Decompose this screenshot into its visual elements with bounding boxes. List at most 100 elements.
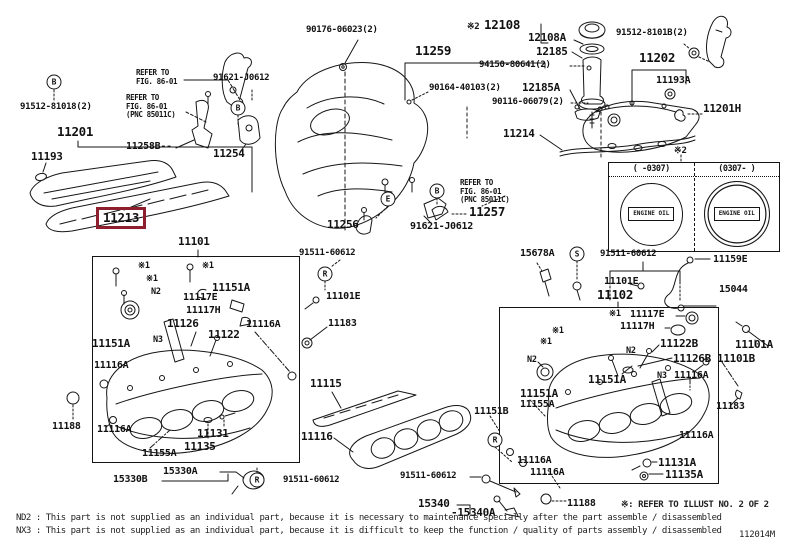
part-label-11115[interactable]: 11115 xyxy=(310,377,342,390)
part-label-11259[interactable]: 11259 xyxy=(415,43,452,58)
part-label-15678a[interactable]: 15678A xyxy=(520,248,555,259)
part-label-15044[interactable]: 15044 xyxy=(719,284,748,295)
part-label-11193a[interactable]: 11193A xyxy=(656,75,691,86)
marker-note1-4: ※1 xyxy=(609,309,621,319)
part-label-11201[interactable]: 11201 xyxy=(57,124,94,139)
part-label-11254[interactable]: 11254 xyxy=(213,147,245,160)
oil-cap-variant-table: ( -0307) ENGINE OIL (0307- ) ENGINE OIL xyxy=(608,162,780,252)
part-label-11101b[interactable]: 11101B xyxy=(717,352,755,365)
part-label-11117e[interactable]: 11117E xyxy=(183,292,218,303)
part-label-11126[interactable]: 11126 xyxy=(167,317,199,330)
part-label-11101[interactable]: 11101 xyxy=(178,235,210,248)
marker-n2-2: N2 xyxy=(626,346,636,356)
part-label-94150806412[interactable]: 94150-80641(2) xyxy=(479,60,551,70)
part-label-11116a-4[interactable]: 11116A xyxy=(674,370,709,381)
part-label-11116a-2[interactable]: 11116A xyxy=(94,360,129,371)
part-label-11202[interactable]: 11202 xyxy=(639,50,676,65)
refer-to-fig-note-3: REFER TO FIG. 86-01 (PNC 85011C) xyxy=(460,178,510,205)
circle-letter-r-7: R xyxy=(249,472,265,488)
oil-filler-cap-late: ENGINE OIL xyxy=(703,181,770,247)
part-label-11135a[interactable]: 11135A xyxy=(665,468,703,481)
circle-letter-r-5: R xyxy=(317,266,333,282)
part-label-11188[interactable]: 11188 xyxy=(52,421,81,432)
part-label-11257[interactable]: 11257 xyxy=(469,204,506,219)
part-label-90116060792[interactable]: 90116-06079(2) xyxy=(492,97,564,107)
part-label-11151a-4[interactable]: 11151A xyxy=(520,387,558,400)
part-label-11116a-5[interactable]: 11116A xyxy=(679,430,714,441)
part-label-11193[interactable]: 11193 xyxy=(31,150,63,163)
part-label-11116a[interactable]: 11116A xyxy=(246,319,281,330)
part-label-11117h[interactable]: 11117H xyxy=(186,305,221,316)
part-label-91512810182[interactable]: 91512-81018(2) xyxy=(20,102,92,112)
part-label-90164401032[interactable]: 90164-40103(2) xyxy=(429,83,501,93)
part-label-15330b[interactable]: 15330B xyxy=(113,474,148,485)
part-label-11151a-2[interactable]: 11151A xyxy=(92,337,130,350)
part-label-11213[interactable]: 11213 xyxy=(96,207,147,229)
part-label-11151a-3[interactable]: 11151A xyxy=(588,373,626,386)
part-label-11131[interactable]: 11131 xyxy=(197,427,229,440)
document-code: 112014M xyxy=(739,530,775,540)
date-range-early: ( -0307) xyxy=(609,163,694,177)
part-label-9151160612-2[interactable]: 91511-60612 xyxy=(283,475,340,485)
circle-letter-b-2: B xyxy=(230,100,246,116)
part-label-11151b[interactable]: 11151B xyxy=(474,406,509,417)
part-label-12108[interactable]: 12108 xyxy=(484,17,521,32)
oil-filler-cap-early: ENGINE OIL xyxy=(619,182,683,246)
marker-note1: ※1 xyxy=(138,261,150,271)
marker-n2-3: N2 xyxy=(527,355,537,365)
part-label-9151160612[interactable]: 91511-60612 xyxy=(299,248,356,258)
part-label-11116[interactable]: 11116 xyxy=(301,430,333,443)
part-label-90176060232[interactable]: 90176-06023(2) xyxy=(306,25,378,35)
part-label-11135[interactable]: 11135 xyxy=(184,440,216,453)
part-label-915128101b2[interactable]: 91512-8101B(2) xyxy=(616,28,688,38)
part-label-11131a[interactable]: 11131A xyxy=(658,456,696,469)
part-label-12185[interactable]: 12185 xyxy=(536,45,568,58)
illust-ref-note: ※: REFER TO ILLUST NO. 2 OF 2 xyxy=(621,500,769,510)
part-label-11159e[interactable]: 11159E xyxy=(713,254,748,265)
part-label-91621j0612-2[interactable]: 91621-J0612 xyxy=(410,221,473,232)
part-label-11102[interactable]: 11102 xyxy=(597,287,634,302)
part-label-11116a-7[interactable]: 11116A xyxy=(530,467,565,478)
footnote-nd2: ND2 : This part is not supplied as an in… xyxy=(16,513,722,523)
part-label-9151160612-4[interactable]: 91511-60612 xyxy=(600,249,657,259)
part-label-11183-2[interactable]: 11183 xyxy=(716,401,745,412)
part-label-91621j0612[interactable]: 91621-J0612 xyxy=(213,73,270,83)
marker-n3: N3 xyxy=(153,335,163,345)
part-label-11126b[interactable]: 11126B xyxy=(673,352,711,365)
part-label-11155a-2[interactable]: 11155A xyxy=(520,399,555,410)
part-label-11101a[interactable]: 11101A xyxy=(735,338,773,351)
part-label-15340a[interactable]: -15340A xyxy=(451,506,496,519)
part-label-15340[interactable]: 15340 xyxy=(418,497,450,510)
part-label-12185a[interactable]: 12185A xyxy=(522,81,560,94)
part-label-11256[interactable]: 11256 xyxy=(327,218,359,231)
part-label-11117e-2[interactable]: 11117E xyxy=(630,309,665,320)
part-label-11101e-2[interactable]: 11101E xyxy=(604,276,639,287)
part-label-11151a[interactable]: 11151A xyxy=(212,281,250,294)
part-label-12108a[interactable]: 12108A xyxy=(528,31,566,44)
part-label-11258b[interactable]: 11258B-- xyxy=(126,141,172,152)
circle-letter-r-8: R xyxy=(487,432,503,448)
refer-to-fig-note-2: REFER TO FIG. 86-01 (PNC 85011C) xyxy=(126,93,176,120)
marker-note1-2: ※1 xyxy=(202,261,214,271)
part-label-11188-2[interactable]: 11188 xyxy=(567,498,596,509)
marker-note2-12108: ※2 xyxy=(467,22,480,32)
oil-cap-label-text: ENGINE OIL xyxy=(713,207,760,221)
part-label-11122[interactable]: 11122 xyxy=(208,328,240,341)
part-label-11101e[interactable]: 11101E xyxy=(326,291,361,302)
part-label-11116a-3[interactable]: 11116A xyxy=(97,424,132,435)
part-label-11183[interactable]: 11183 xyxy=(328,318,357,329)
part-label-11117h-2[interactable]: 11117H xyxy=(620,321,655,332)
part-label-11155a[interactable]: 11155A xyxy=(142,448,177,459)
marker-n3-2: N3 xyxy=(657,371,667,381)
marker-n2: N2 xyxy=(151,287,161,297)
part-label-15330a[interactable]: 15330A xyxy=(163,466,198,477)
part-label-11214[interactable]: 11214 xyxy=(503,127,535,140)
parts-group-box-11102 xyxy=(499,307,719,484)
part-label-11116a-6[interactable]: 11116A xyxy=(517,455,552,466)
part-label-9151160612-3[interactable]: 91511-60612 xyxy=(400,471,457,481)
circle-letter-s-6: S xyxy=(569,246,585,262)
part-label-11122b[interactable]: 11122B xyxy=(660,337,698,350)
part-label-11201h[interactable]: 11201H xyxy=(703,102,741,115)
footnote-nx3: NX3 : This part is not supplied as an in… xyxy=(16,526,722,536)
